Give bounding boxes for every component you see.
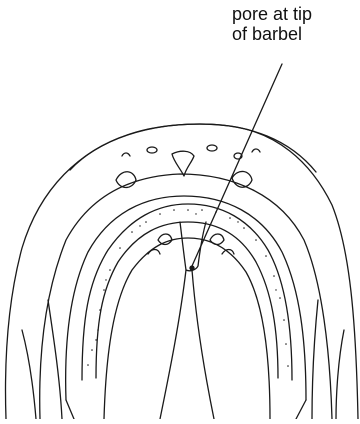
tooth-band-outer	[82, 204, 292, 380]
pore-label: pore at tip of barbel	[232, 4, 312, 44]
throat-line-left	[160, 270, 186, 419]
second-jaw-ring	[40, 174, 332, 419]
crown-pore-1	[147, 147, 157, 153]
upper-band-outer	[70, 124, 316, 172]
crown-center-shape	[172, 151, 194, 176]
tooth-band-inner	[96, 222, 278, 378]
pointer-line	[192, 64, 282, 266]
label-line-2: of barbel	[232, 24, 312, 44]
tooth-right	[210, 234, 224, 245]
label-line-1: pore at tip	[232, 4, 312, 24]
crown-pore-2	[207, 145, 217, 151]
inner-throat	[104, 238, 270, 419]
throat-line-right	[192, 270, 214, 419]
stipple-dots	[87, 209, 289, 367]
